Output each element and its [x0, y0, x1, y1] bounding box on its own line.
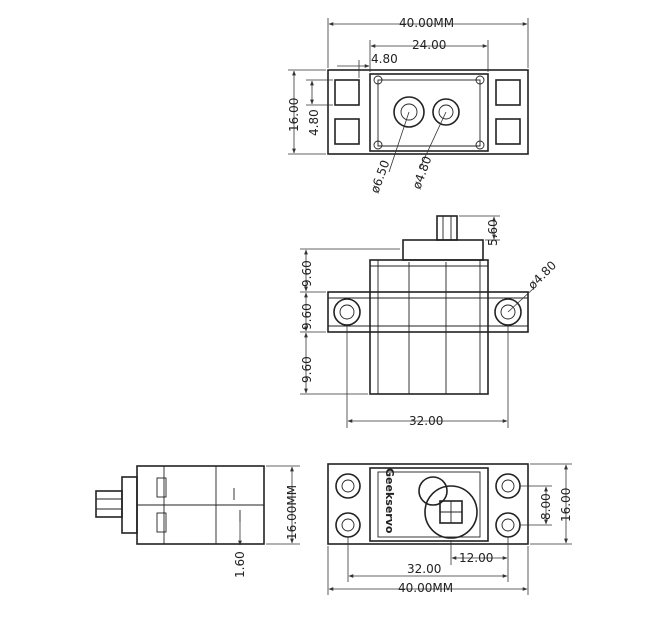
top-hole-spacing-dimension: 24.00 [412, 38, 446, 52]
mount-spacing-dimension: 32.00 [409, 414, 443, 428]
shaft-offset-dimension: 12.00 [459, 551, 493, 565]
tab-spacing-dimension: 8.00 [539, 493, 553, 520]
top-tab-width-dimension: 4.80 [371, 52, 398, 66]
brand-label: Geekservo [383, 468, 396, 534]
bottom-view-body [327, 463, 529, 545]
side-height-dimension: 16.00MM [285, 485, 299, 540]
side-offset-dimension: 1.60 [233, 551, 247, 578]
top-width-dimension: 40.00MM [399, 16, 454, 30]
top-view-body [327, 69, 529, 155]
bottom-hole-spacing-dimension: 32.00 [407, 562, 441, 576]
middle-height-dimension: 9.60 [300, 303, 314, 330]
top-tab-height-dimension: 4.80 [307, 109, 321, 136]
shaft-height-dimension: 5.60 [486, 219, 500, 246]
lower-height-dimension: 9.60 [300, 356, 314, 383]
top-height-dimension: 16.00 [287, 98, 301, 132]
side-view: 16.00MM 1.60 [95, 465, 300, 578]
mount-hole-diameter-label: ø4.80 [525, 258, 559, 292]
bottom-width-dimension: 40.00MM [398, 581, 453, 595]
front-view: 5.60 9.60 9.60 9.60 ø4.80 32.00 [300, 215, 559, 428]
upper-height-dimension: 9.60 [300, 260, 314, 287]
bottom-height-dimension: 16.00 [559, 488, 573, 522]
top-view: 40.00MM 24.00 4.80 16.00 4.80 ø6.50 ø4.8… [287, 16, 529, 195]
shaft-diameter-label: ø6.50 [368, 158, 393, 195]
front-view-body [327, 215, 529, 395]
bottom-view: Geekservo 8.00 16.00 12.00 32.00 40.00MM [327, 463, 573, 595]
hole-diameter-label: ø4.80 [410, 154, 435, 191]
side-view-body [95, 465, 265, 545]
